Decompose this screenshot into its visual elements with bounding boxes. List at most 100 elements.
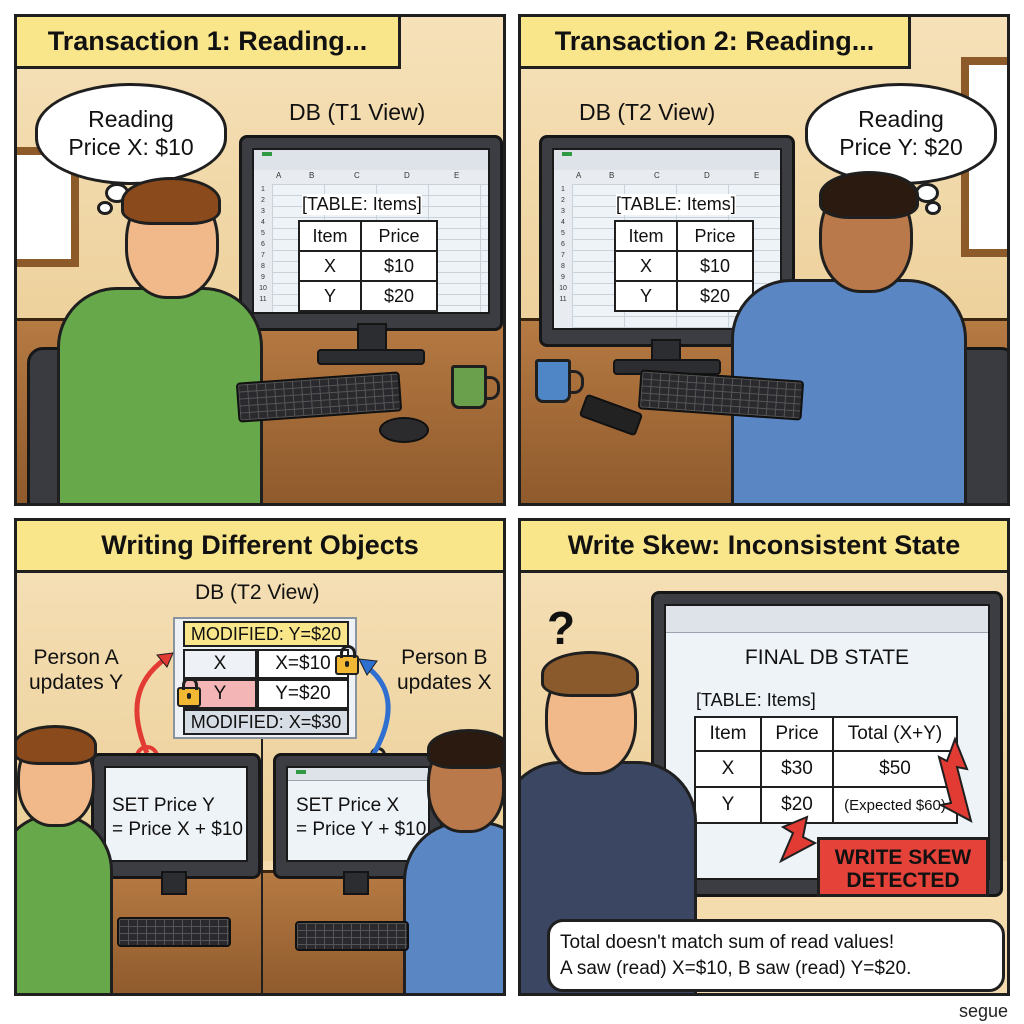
table-cell: X — [694, 750, 762, 788]
panel-divider — [261, 721, 263, 993]
screen-a: SET Price Y = Price X + $10 — [104, 766, 248, 862]
col-letter: D — [404, 171, 410, 180]
row-number: 5 — [561, 230, 565, 237]
db-view-label: DB (T1 View) — [289, 99, 426, 125]
person-hair — [819, 171, 919, 219]
window-chrome — [666, 606, 988, 633]
code-a-line-1: SET Price Y — [112, 795, 215, 816]
row-y-value: Y=$20 — [257, 679, 349, 709]
row-number: 8 — [261, 263, 265, 270]
person-hair — [17, 725, 97, 765]
col-letter: A — [276, 171, 282, 180]
alert-arrow-left — [778, 815, 818, 864]
person-hair — [427, 729, 503, 769]
items-table: Item Price X $10 Y $20 — [614, 220, 754, 312]
row-number: 7 — [561, 252, 565, 259]
mug-icon — [535, 359, 584, 403]
person-body — [17, 813, 113, 993]
update-arrows — [134, 652, 391, 769]
window-indicator — [296, 770, 306, 774]
keyboard-icon — [117, 917, 231, 947]
thought-line-2: Price Y: $20 — [839, 134, 963, 160]
table-cell: Y — [298, 280, 362, 312]
modified-banner-top: MODIFIED: Y=$20 — [183, 621, 349, 647]
row-number: 4 — [561, 219, 565, 226]
row-number: 1 — [261, 186, 265, 193]
row-number: 2 — [561, 197, 565, 204]
table-cell: $20 — [360, 280, 438, 312]
row-number: 1 — [561, 186, 565, 193]
window-indicator — [262, 152, 272, 156]
row-numbers: 1 2 3 4 5 6 7 8 9 10 11 — [254, 184, 273, 312]
table-header: Price — [676, 220, 754, 252]
thought-line-1: Reading — [858, 106, 944, 133]
speech-bubble: Total doesn't match sum of read values! … — [547, 919, 1005, 993]
monitor-stand — [161, 871, 187, 895]
row-number: 3 — [261, 208, 265, 215]
table-cell: Y — [614, 280, 678, 312]
final-items-table: Item Price Total (X+Y) X $30 $50 Y $20 (… — [694, 716, 958, 824]
person-b-label-line-2: updates X — [397, 671, 492, 695]
badge-line-1: WRITE SKEW — [834, 846, 972, 869]
monitor-a: SET Price Y = Price X + $10 — [91, 753, 261, 879]
final-db-title: FINAL DB STATE — [744, 646, 910, 669]
table-cell: $30 — [760, 750, 834, 788]
db-view-label: DB (T2 View) — [579, 99, 716, 125]
panel-writing: Writing Different Objects DB (T2 View) M… — [14, 518, 506, 996]
panel-title: Transaction 1: Reading... — [17, 17, 401, 69]
table-cell: X — [614, 250, 678, 282]
table-header: Price — [360, 220, 438, 252]
thought-bubble-tail — [925, 201, 941, 215]
table-caption: [TABLE: Items] — [616, 194, 736, 215]
panel-title: Transaction 2: Reading... — [521, 17, 911, 69]
person-hair — [121, 177, 221, 225]
thought-line-2: Price X: $10 — [68, 134, 194, 160]
table-header: Item — [694, 716, 762, 752]
col-letter: B — [309, 171, 315, 180]
badge-line-2: DETECTED — [846, 869, 960, 893]
thought-line-1: Reading — [88, 106, 174, 133]
table-cell: $10 — [360, 250, 438, 282]
window-chrome — [554, 150, 780, 171]
col-letter: C — [354, 171, 360, 180]
row-number: 6 — [561, 241, 565, 248]
items-table: Item Price X $10 Y $20 — [298, 220, 438, 312]
table-cell: $50 — [832, 750, 958, 788]
person-hair — [541, 651, 639, 697]
col-letter: D — [704, 171, 710, 180]
row-number: 9 — [261, 274, 265, 281]
table-caption: [TABLE: Items] — [302, 194, 422, 215]
row-number: 2 — [261, 197, 265, 204]
window-chrome — [254, 150, 488, 171]
col-letter: A — [576, 171, 582, 180]
monitor-stand — [343, 871, 369, 895]
monitor-base — [317, 349, 425, 365]
screen-b: SET Price X = Price Y + $10 — [286, 766, 430, 862]
row-number: 11 — [259, 296, 267, 303]
person-body — [57, 287, 263, 503]
row-number: 6 — [261, 241, 265, 248]
window-indicator — [562, 152, 572, 156]
thought-bubble-tail — [97, 201, 113, 215]
mug-icon — [451, 365, 500, 409]
person-b-label: Person B updates X — [397, 645, 492, 695]
table-cell: $20 — [760, 786, 834, 824]
arrow-blue-head — [358, 658, 378, 676]
lock-icon — [177, 677, 201, 707]
spreadsheet-screen: A B C D E 1 2 3 4 5 6 7 8 9 10 11 [TABLE… — [552, 148, 782, 330]
row-number: 3 — [561, 208, 565, 215]
column-headers: A B C D E — [254, 170, 488, 185]
table-caption: [TABLE: Items] — [696, 690, 816, 710]
mouse-icon — [379, 417, 429, 443]
window-chrome — [288, 768, 428, 781]
table-cell: Y — [694, 786, 762, 824]
speech-line-2: A saw (read) X=$10, B saw (read) Y=$20. — [560, 957, 912, 979]
modified-banner-bottom: MODIFIED: X=$30 — [183, 709, 349, 735]
alert-arrows — [778, 736, 973, 864]
arrow-blue — [365, 665, 391, 757]
code-a: SET Price Y = Price X + $10 — [112, 794, 243, 842]
row-number: 10 — [559, 285, 567, 292]
code-a-line-2: = Price X + $10 — [112, 818, 243, 840]
table-cell: (Expected $60) — [832, 786, 958, 824]
row-number: 11 — [559, 296, 567, 303]
